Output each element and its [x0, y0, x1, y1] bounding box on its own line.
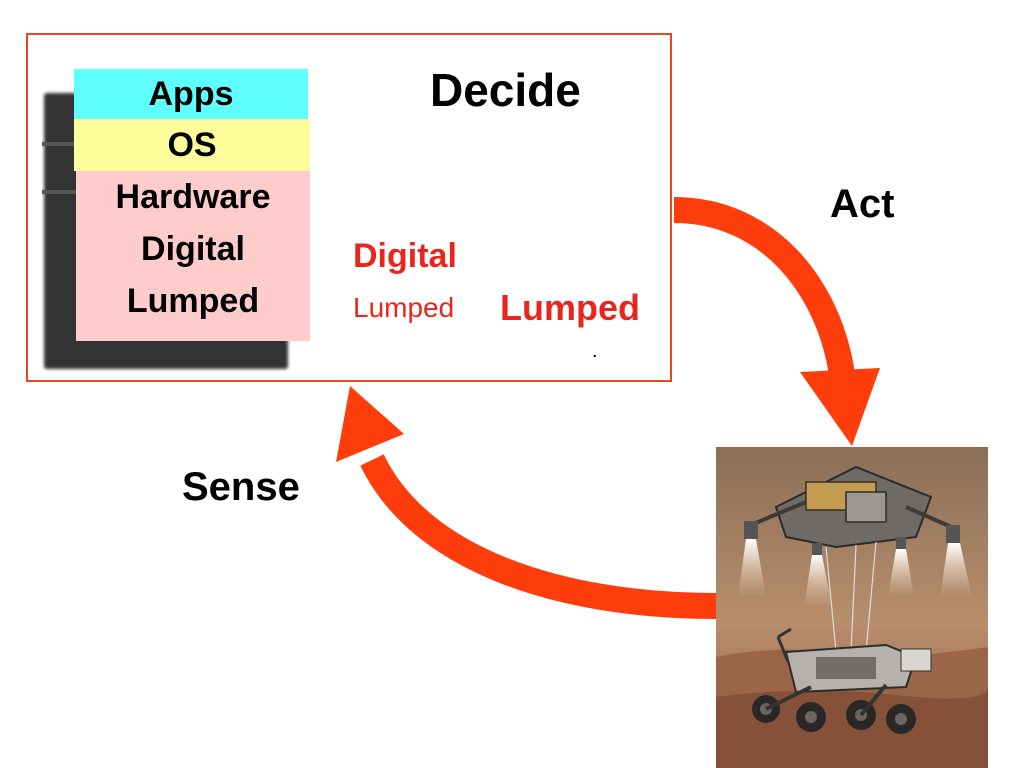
sense-label: Sense [182, 465, 300, 509]
digital-label: Digital [141, 230, 245, 268]
act-label: Act [830, 182, 895, 226]
act-arrowhead [800, 368, 880, 446]
decide-title: Decide [430, 64, 581, 116]
lumped-abstraction-bold-label: Lumped [500, 287, 640, 328]
digital-abstraction-label: Digital [353, 237, 457, 275]
descent-stage [744, 465, 960, 555]
os-layer: OS [74, 119, 310, 171]
stack-shadow-line [42, 190, 78, 194]
sense-arrowhead [336, 386, 404, 462]
sense-arrow [360, 454, 717, 619]
hardware-layer: Hardware Digital Lumped [76, 171, 310, 341]
stack-shadow-line [42, 142, 78, 146]
mars-rover-skycrane-image [716, 447, 988, 768]
lumped-abstraction-label: Lumped [353, 292, 455, 323]
dot-mark: . [592, 340, 598, 362]
act-arrow [673, 197, 855, 377]
hardware-label: Hardware [115, 178, 271, 216]
lumped-label: Lumped [126, 282, 260, 320]
apps-layer: Apps [74, 69, 308, 119]
rover [752, 627, 932, 734]
